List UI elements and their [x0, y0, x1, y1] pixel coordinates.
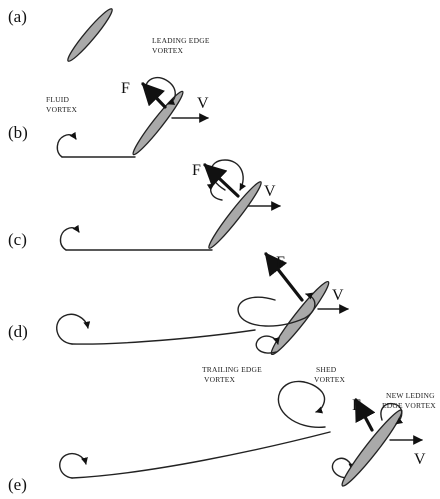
shed-vortex-label-line1: SHED — [316, 365, 337, 374]
panel-a: (a) LEADING EDGE VORTEX — [8, 6, 210, 65]
new-leading-edge-vortex-label-line1: NEW LEDING — [386, 391, 435, 400]
velocity-label-e: V — [414, 451, 426, 468]
force-label-e: F — [352, 397, 361, 414]
panel-a-label: (a) — [8, 7, 27, 26]
panel-b: (b) FLUID VORTEX F V — [8, 78, 209, 158]
wake-line-d — [72, 330, 255, 344]
velocity-label-d: V — [332, 287, 344, 304]
velocity-label-c: V — [264, 183, 276, 200]
force-label-b: F — [121, 80, 130, 97]
trailing-edge-vortex-label-line1: TRAILING EDGE — [202, 365, 262, 374]
fluid-vortex-label-line2: VORTEX — [46, 105, 78, 114]
panel-d-label: (d) — [8, 322, 28, 341]
fluid-vortex-e — [60, 454, 86, 478]
shed-vortex-label-line2: VORTEX — [314, 375, 346, 384]
velocity-label-b: V — [197, 95, 209, 112]
panel-c: (c) F V — [8, 160, 280, 251]
airfoil-e — [338, 406, 407, 489]
airfoil-c — [205, 179, 265, 251]
panel-e-label: (e) — [8, 475, 27, 494]
fluid-vortex-b — [57, 135, 76, 157]
airfoil-a — [64, 6, 115, 65]
airfoil-d — [267, 278, 333, 358]
force-arrow-c — [205, 165, 238, 196]
shed-vortex-e — [278, 381, 325, 427]
panel-d: (d) F V TRAILING EDGE VORTEX — [8, 254, 348, 384]
fluid-vortex-label-line1: FLUID — [46, 95, 69, 104]
trailing-edge-vortex-label-line2: VORTEX — [204, 375, 236, 384]
force-label-d: F — [276, 254, 285, 271]
panel-b-label: (b) — [8, 123, 28, 142]
force-label-c: F — [192, 162, 201, 179]
panel-e: (e) F V SHED VORTEX NEW LEDING EDGE VORT… — [8, 365, 436, 494]
leading-edge-vortex-label-line1: LEADING EDGE — [152, 36, 210, 45]
fluid-vortex-c — [60, 228, 79, 250]
leading-edge-vortex-label-line2: VORTEX — [152, 46, 184, 55]
panel-c-label: (c) — [8, 230, 27, 249]
force-arrow-b — [143, 84, 165, 107]
wake-line-e — [72, 432, 330, 478]
fluid-vortex-d — [57, 314, 88, 344]
new-leading-edge-vortex-label-line2: EDGE VORTEX — [382, 401, 436, 410]
